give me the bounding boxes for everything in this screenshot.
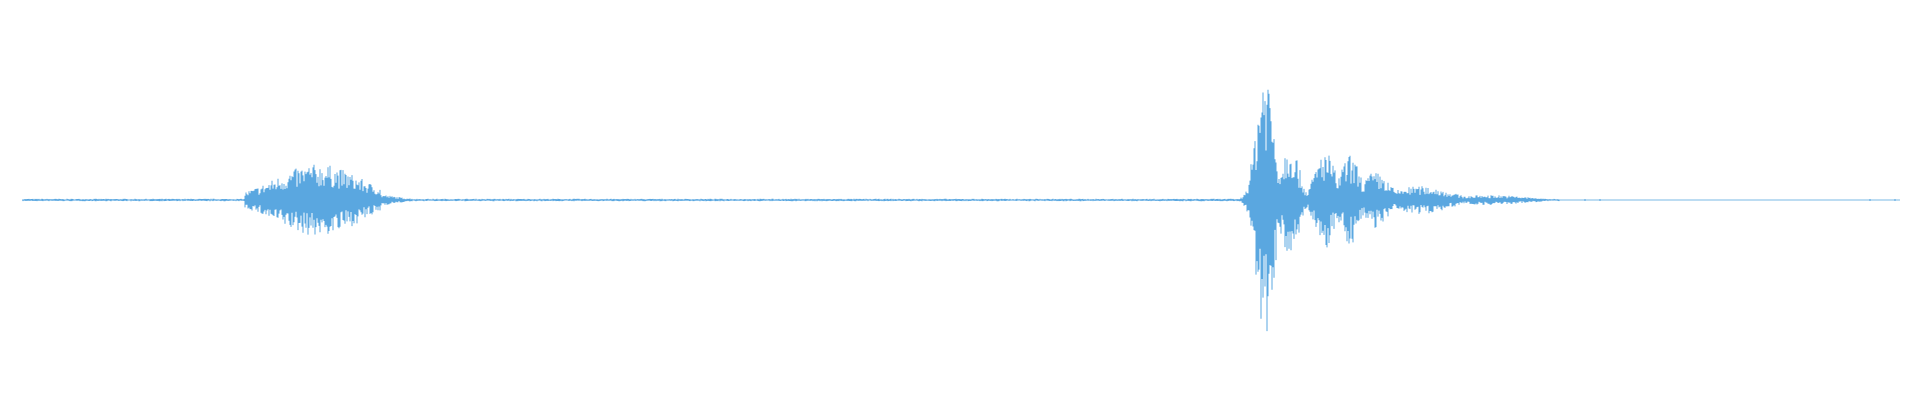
waveform-samples: [22, 89, 1896, 332]
